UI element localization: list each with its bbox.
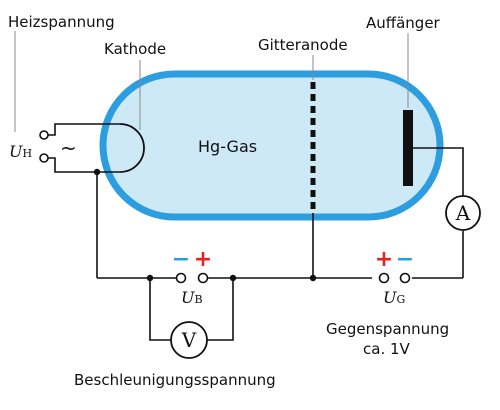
ammeter-symbol: A (455, 201, 471, 225)
voltmeter (170, 321, 208, 359)
retarding-terminal-plus (378, 272, 390, 284)
u-heating-symbol: UH (9, 142, 32, 161)
voltmeter-symbol: V (181, 328, 197, 352)
heating-terminal-top (39, 130, 49, 140)
retarding-terminal-minus (399, 272, 411, 284)
junction-dot (146, 274, 154, 282)
junction-dot (229, 274, 237, 282)
gitteranode-label: Gitteranode (258, 36, 348, 54)
u-retarding-symbol: UG (383, 288, 405, 307)
glass-tube (99, 70, 444, 221)
heating-terminal-bottom (39, 153, 49, 163)
junction-dot (309, 274, 317, 282)
circuit-wires (96, 147, 464, 341)
auffaenger-label: Auffänger (366, 14, 441, 32)
ac-symbol: ~ (60, 136, 77, 160)
kathode-label: Kathode (104, 40, 166, 58)
ammeter (445, 195, 481, 231)
u-acceleration-symbol: UB (181, 288, 203, 307)
gegenspannung-value: ca. 1V (363, 340, 411, 358)
cathode (119, 123, 145, 173)
acceleration-plus-sign: + (194, 247, 212, 272)
beschleunigungsspannung-label: Beschleunigungsspannung (74, 371, 276, 389)
retarding-plus-sign: + (375, 247, 393, 272)
acceleration-terminal-plus (197, 272, 209, 284)
gas-label: Hg-Gas (198, 137, 257, 156)
acceleration-minus-sign: − (172, 247, 190, 272)
heizspannung-label: Heizspannung (8, 13, 115, 31)
junction-dot (93, 168, 101, 176)
gegenspannung-label: Gegenspannung (326, 320, 449, 338)
collector-plate (403, 110, 413, 186)
acceleration-terminal-minus (175, 272, 187, 284)
heating-circuit: ~ (39, 123, 120, 173)
retarding-minus-sign: − (396, 247, 414, 272)
